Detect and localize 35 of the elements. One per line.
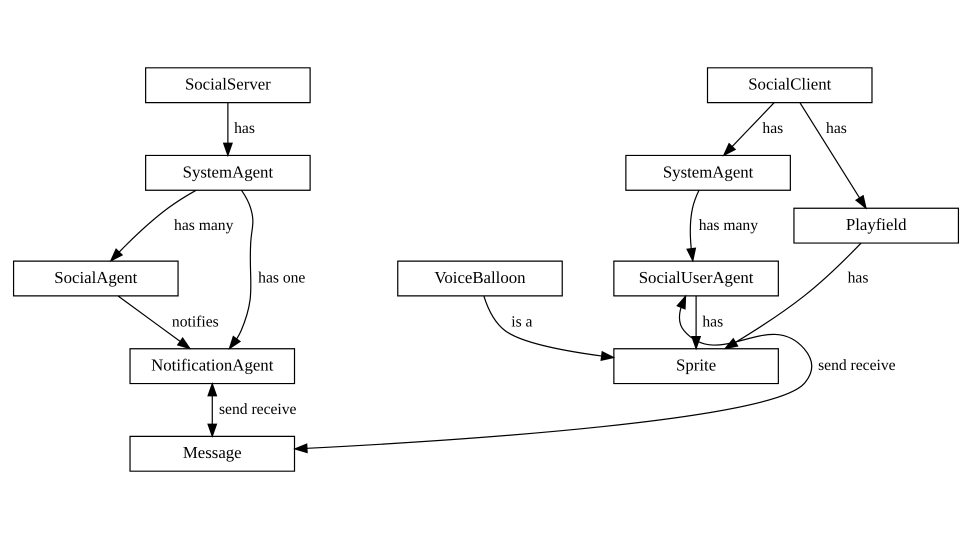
node-box: Playfield [793, 207, 960, 244]
edge-label: send receive [218, 400, 296, 418]
edge-label: send receive [818, 356, 896, 374]
edge-label: has [826, 120, 847, 137]
arrow [222, 102, 233, 157]
node-box: SocialClient [706, 66, 873, 103]
node-box: SocialAgent [12, 260, 179, 296]
edge-label: has [234, 120, 255, 137]
node-box: SocialServer [145, 66, 311, 103]
arrow [724, 242, 862, 349]
edge-label: has one [258, 269, 306, 286]
node-box: Sprite [613, 348, 779, 384]
node-box: Message [129, 435, 296, 472]
arrow [293, 294, 812, 453]
arrow [686, 190, 700, 262]
edge-label: has [702, 312, 724, 330]
edge-label: is a [511, 312, 532, 330]
node-box: SystemAgent [145, 154, 311, 190]
arrow [110, 189, 196, 262]
node-box: SocialUserAgent [613, 260, 779, 296]
edge-label: has many [174, 216, 234, 234]
arrow [207, 381, 218, 438]
edge-label: has [848, 269, 868, 286]
arrow [483, 295, 616, 360]
edge-label: has [762, 120, 784, 137]
edge-label: notifies [172, 312, 219, 330]
arrow [722, 102, 774, 156]
node-box: SystemAgent [625, 154, 791, 190]
arrow [691, 296, 702, 350]
arrow [118, 295, 192, 350]
node-box: VoiceBalloon [397, 260, 563, 296]
node-box: NotificationAgent [129, 348, 296, 384]
arrow [800, 102, 867, 210]
arrow [228, 190, 254, 350]
edge-label: has many [698, 216, 758, 234]
